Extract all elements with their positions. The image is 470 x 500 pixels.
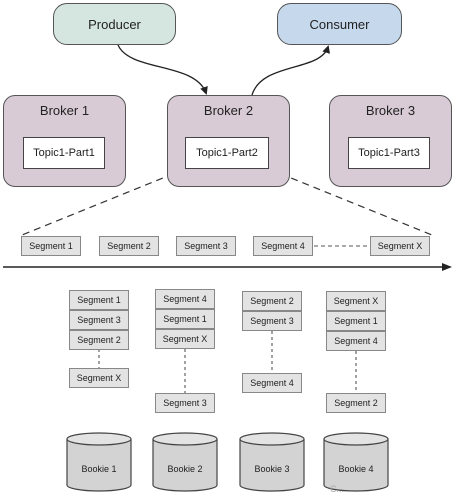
stored-segment: Segment 1 <box>69 290 129 310</box>
timeline-segment: Segment 2 <box>99 236 159 256</box>
producer-node: Producer <box>53 3 176 45</box>
partition-box: Topic1-Part3 <box>348 137 430 169</box>
stored-segment: Segment 4 <box>326 331 386 351</box>
producer-to-broker-arrow <box>117 44 208 95</box>
stored-segment: Segment 2 <box>326 393 386 413</box>
bookie-cylinder-4 <box>323 432 389 492</box>
stored-segment: Segment 4 <box>242 373 302 393</box>
stored-segment: Segment 4 <box>155 289 215 309</box>
bookie-label: Bookie 1 <box>81 464 117 474</box>
stored-segment: Segment 1 <box>155 309 215 329</box>
partition-box: Topic1-Part1 <box>23 137 105 169</box>
projection-line-right <box>268 168 433 236</box>
stored-segment: Segment 2 <box>69 330 129 350</box>
stored-segment: Segment 1 <box>326 311 386 331</box>
consumer-node: Consumer <box>277 3 402 45</box>
stored-segment: Segment 3 <box>155 393 215 413</box>
bookie-cylinder-3 <box>239 432 305 492</box>
watermark-text: C... <box>330 484 345 494</box>
bookie-label: Bookie 4 <box>338 464 374 474</box>
stored-segment: Segment 2 <box>242 291 302 311</box>
bookie-cylinder-2 <box>152 432 218 492</box>
bookie-label: Bookie 3 <box>254 464 290 474</box>
stored-segment: Segment X <box>155 329 215 349</box>
timeline-segment: Segment X <box>370 236 430 256</box>
projection-line-left <box>21 168 186 236</box>
timeline-segment: Segment 3 <box>176 236 236 256</box>
stored-segment: Segment 3 <box>242 311 302 331</box>
bookie-cylinder-1 <box>66 432 132 492</box>
stored-segment: Segment 3 <box>69 310 129 330</box>
stored-segment: Segment X <box>326 291 386 311</box>
timeline-segment: Segment 4 <box>253 236 313 256</box>
broker-to-consumer-arrow <box>251 45 330 96</box>
bookie-label: Bookie 2 <box>167 464 203 474</box>
stored-segment: Segment X <box>69 368 129 388</box>
timeline-segment: Segment 1 <box>21 236 81 256</box>
partition-box: Topic1-Part2 <box>185 137 269 169</box>
